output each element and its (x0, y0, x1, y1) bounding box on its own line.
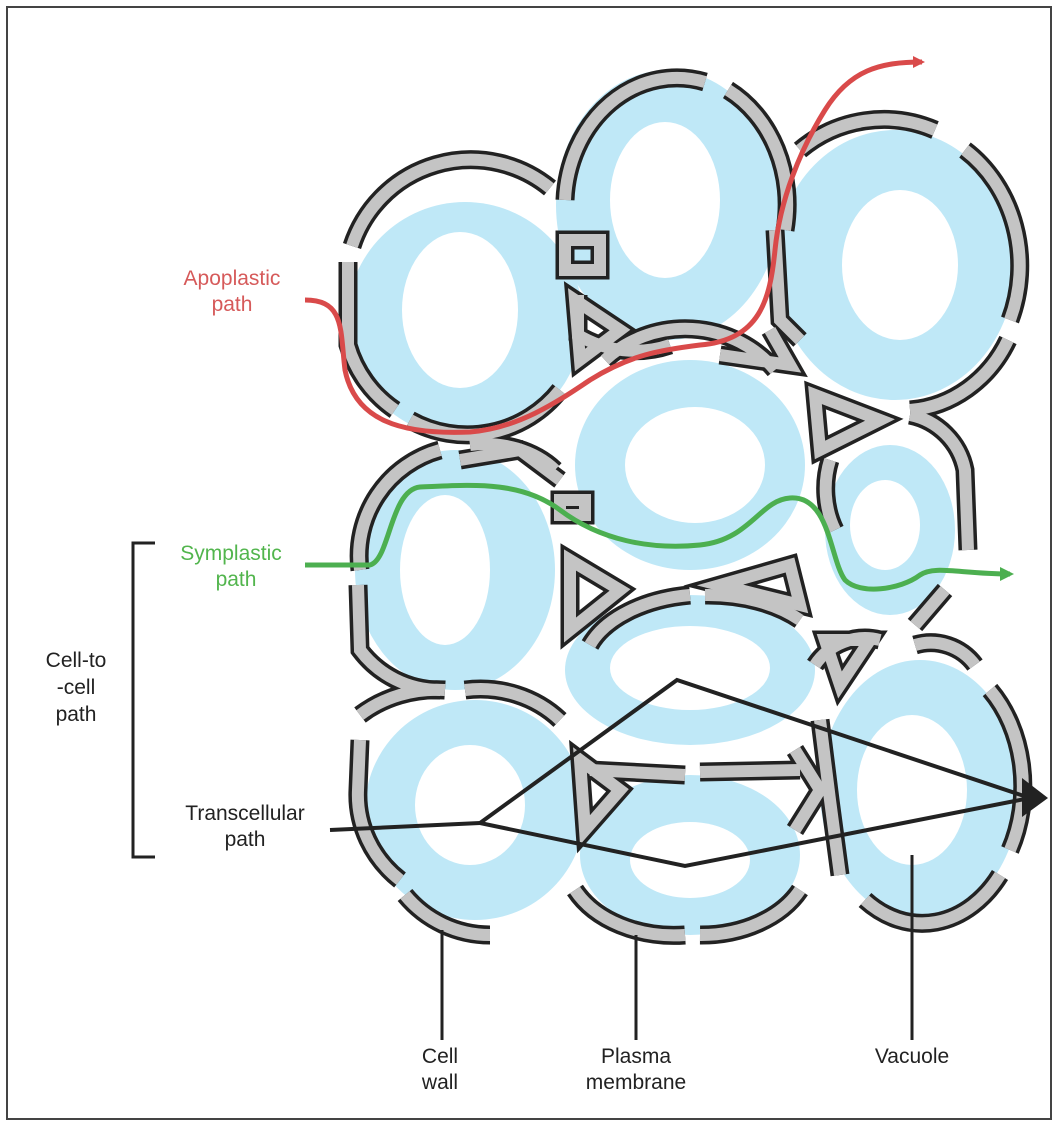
cell-wall-label-line1: Cell (422, 1045, 458, 1068)
symplastic-label-line1: Symplastic (180, 542, 282, 565)
cell-vacuole (842, 190, 958, 340)
cell-to-cell-label-line2: -cell (57, 676, 96, 699)
vacuole-label: Vacuole (875, 1045, 949, 1068)
symplastic-label-line2: path (216, 568, 257, 591)
plasma-membrane-label-line2: membrane (586, 1071, 686, 1094)
transcellular-arrowhead (1022, 778, 1048, 817)
transcellular-label-line1: Transcellular (185, 802, 304, 825)
apoplastic-label-line2: path (212, 293, 253, 316)
cell-vacuole (857, 715, 967, 865)
cell-vacuole (610, 626, 770, 710)
cell-to-cell-bracket (133, 543, 155, 857)
cell-to-cell-label-line1: Cell-to (46, 649, 107, 672)
transcellular-label-line2: path (225, 828, 266, 851)
cell-vacuole (402, 232, 518, 388)
cell-wall-label-line2: wall (421, 1071, 458, 1094)
cell-vacuole (625, 407, 765, 523)
cell-vacuole (610, 122, 720, 278)
plasma-membrane-label-line1: Plasma (601, 1045, 671, 1068)
cell-to-cell-label-line3: path (56, 703, 97, 726)
cell-vacuole (850, 480, 920, 570)
apoplastic-label-line1: Apoplastic (184, 267, 281, 290)
cell-vacuole (415, 745, 525, 865)
cell-vacuole (400, 495, 490, 645)
cells-layer (347, 70, 1020, 935)
